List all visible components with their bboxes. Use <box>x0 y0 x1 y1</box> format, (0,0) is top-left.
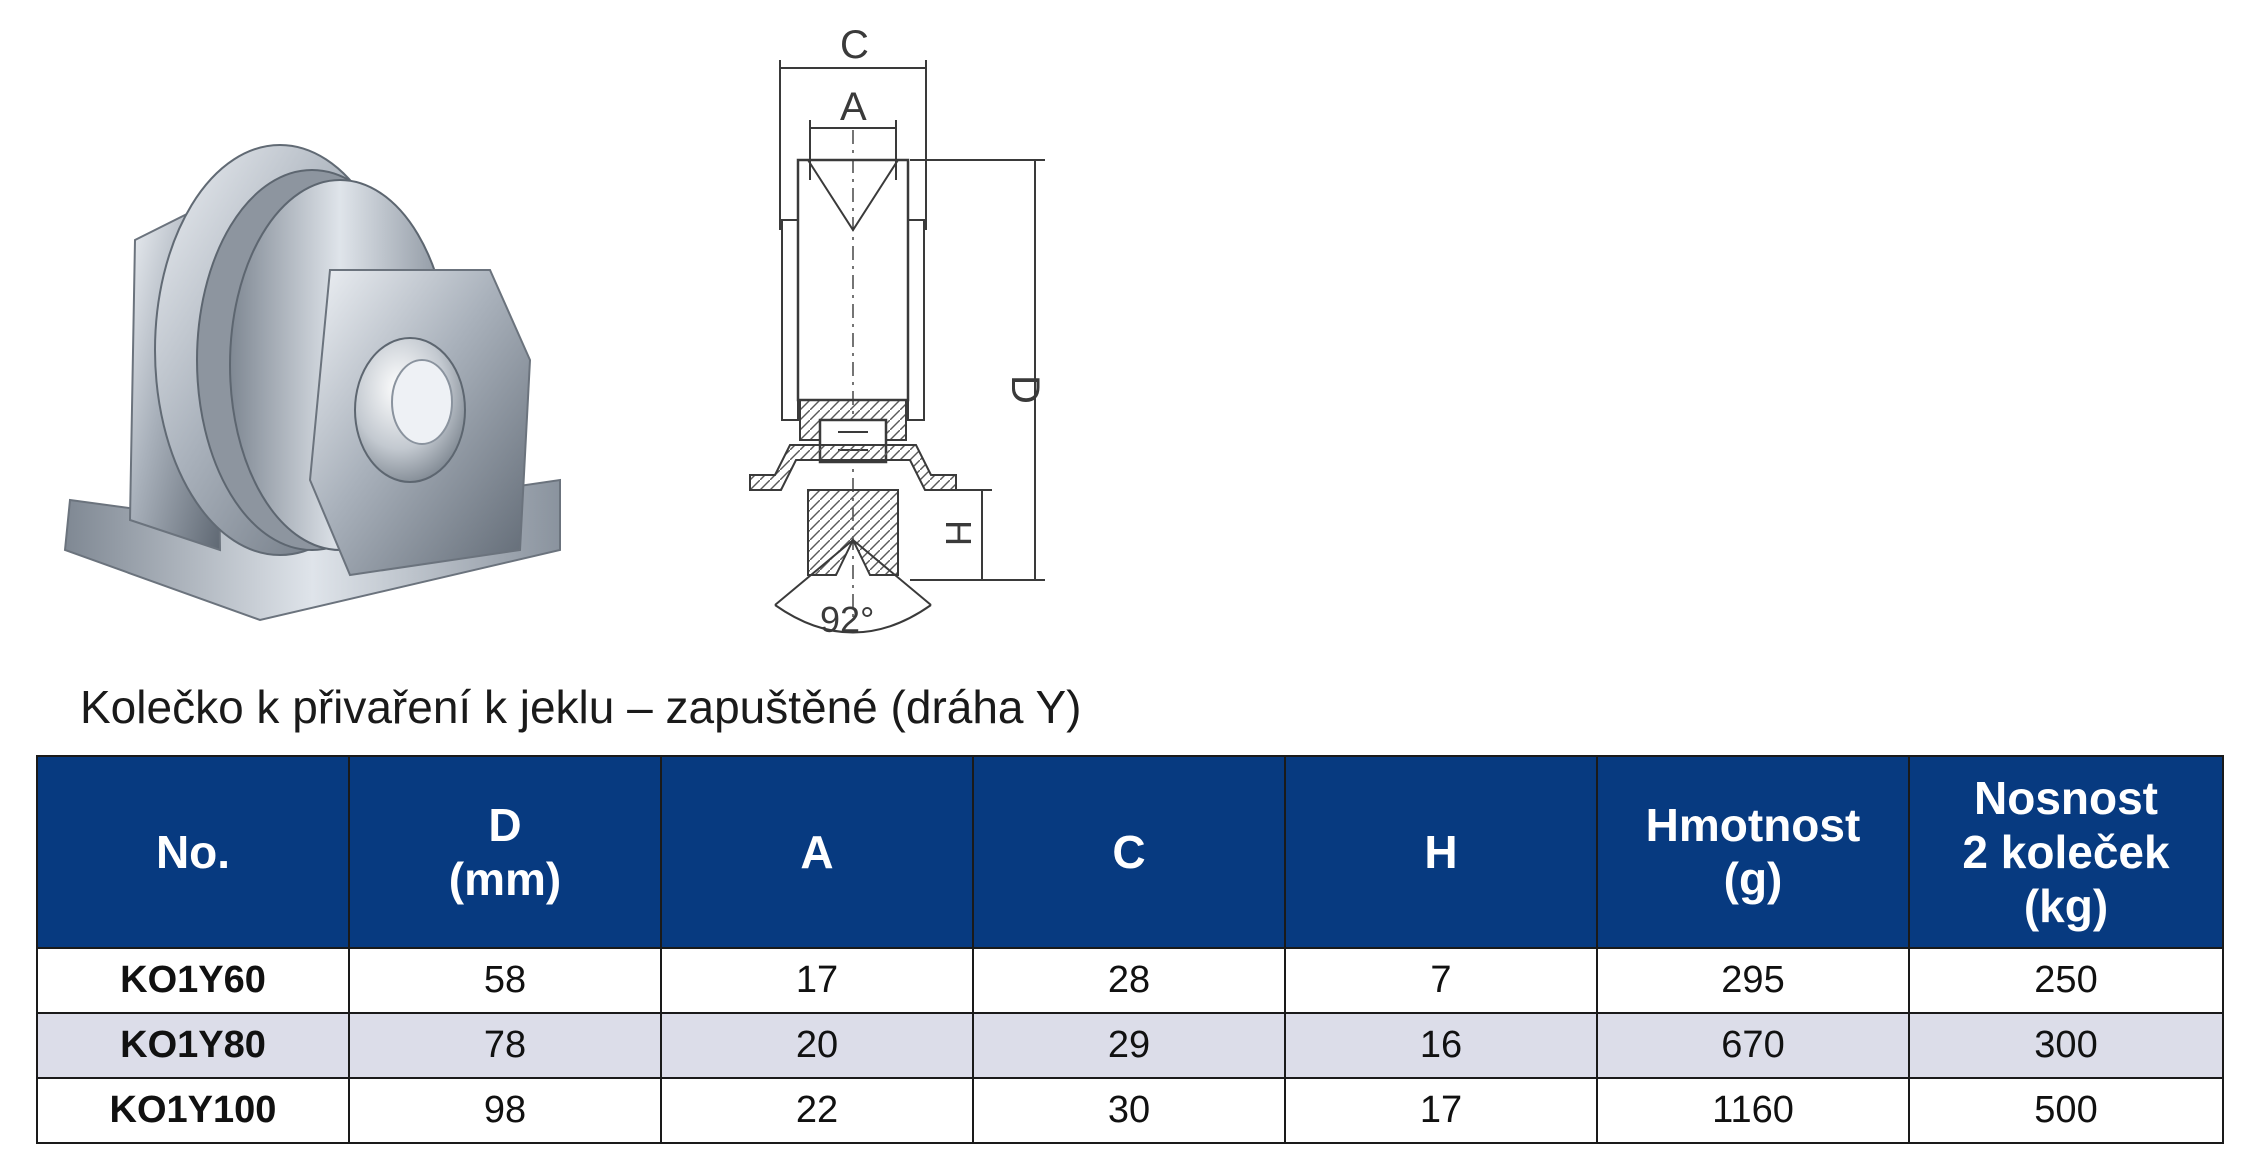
header-no: No. <box>36 755 350 949</box>
cell-capacity: 500 <box>1908 1077 2224 1144</box>
table-row: KO1Y80 78 20 29 16 670 300 <box>36 1012 2224 1079</box>
cell-weight: 670 <box>1596 1012 1910 1079</box>
cell-c: 28 <box>972 947 1286 1014</box>
cell-capacity: 300 <box>1908 1012 2224 1079</box>
header-a: A <box>660 755 974 949</box>
table-row: KO1Y100 98 22 30 17 1160 500 <box>36 1077 2224 1144</box>
cell-d: 58 <box>348 947 662 1014</box>
technical-drawing: C A D H 92° <box>749 23 1047 640</box>
cell-h: 16 <box>1284 1012 1598 1079</box>
cell-a: 20 <box>660 1012 974 1079</box>
cell-no: KO1Y100 <box>36 1077 350 1144</box>
cell-a: 22 <box>660 1077 974 1144</box>
cell-c: 29 <box>972 1012 1286 1079</box>
cell-no: KO1Y80 <box>36 1012 350 1079</box>
cell-h: 7 <box>1284 947 1598 1014</box>
label-h: H <box>938 520 979 546</box>
header-weight: Hmotnost(g) <box>1596 755 1910 949</box>
cell-c: 30 <box>972 1077 1286 1144</box>
cell-no: KO1Y60 <box>36 947 350 1014</box>
cell-weight: 295 <box>1596 947 1910 1014</box>
cell-weight: 1160 <box>1596 1077 1910 1144</box>
table-row: KO1Y60 58 17 28 7 295 250 <box>36 947 2224 1014</box>
header-c: C <box>972 755 1286 949</box>
cell-d: 78 <box>348 1012 662 1079</box>
header-d: D(mm) <box>348 755 662 949</box>
label-a: A <box>840 85 867 129</box>
product-caption: Kolečko k přivaření k jeklu – zapuštěné … <box>80 681 1082 733</box>
cell-d: 98 <box>348 1077 662 1144</box>
cell-a: 17 <box>660 947 974 1014</box>
cell-capacity: 250 <box>1908 947 2224 1014</box>
product-photo <box>63 144 561 622</box>
label-c: C <box>840 23 869 67</box>
cell-h: 17 <box>1284 1077 1598 1144</box>
header-h: H <box>1284 755 1598 949</box>
label-angle: 92° <box>820 599 874 640</box>
label-d: D <box>1003 375 1047 404</box>
